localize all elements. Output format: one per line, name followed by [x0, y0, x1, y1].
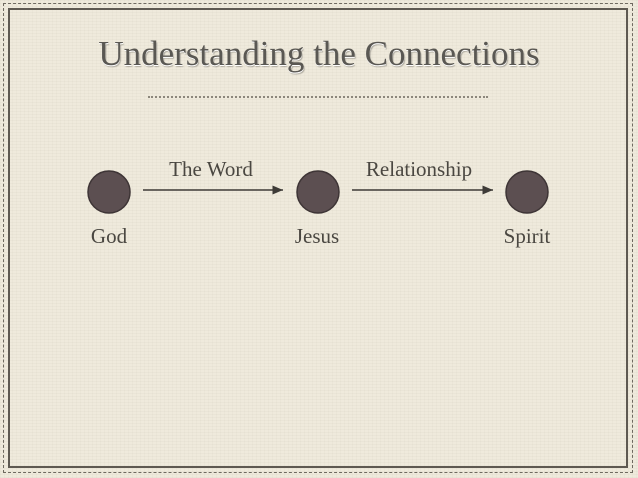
edge-label-the-word: The Word: [169, 157, 253, 181]
node-spirit: [505, 170, 549, 214]
edge-label-relationship: Relationship: [366, 157, 472, 181]
node-label-spirit: Spirit: [504, 224, 551, 248]
slide-frame-outer: [3, 3, 633, 473]
node-jesus: [296, 170, 340, 214]
title-divider: [148, 96, 488, 98]
node-god: [87, 170, 131, 214]
slide-frame-inner: [8, 8, 628, 468]
slide-title: Understanding the Connections: [98, 34, 540, 73]
node-label-god: God: [91, 224, 128, 248]
node-label-jesus: Jesus: [295, 224, 339, 248]
